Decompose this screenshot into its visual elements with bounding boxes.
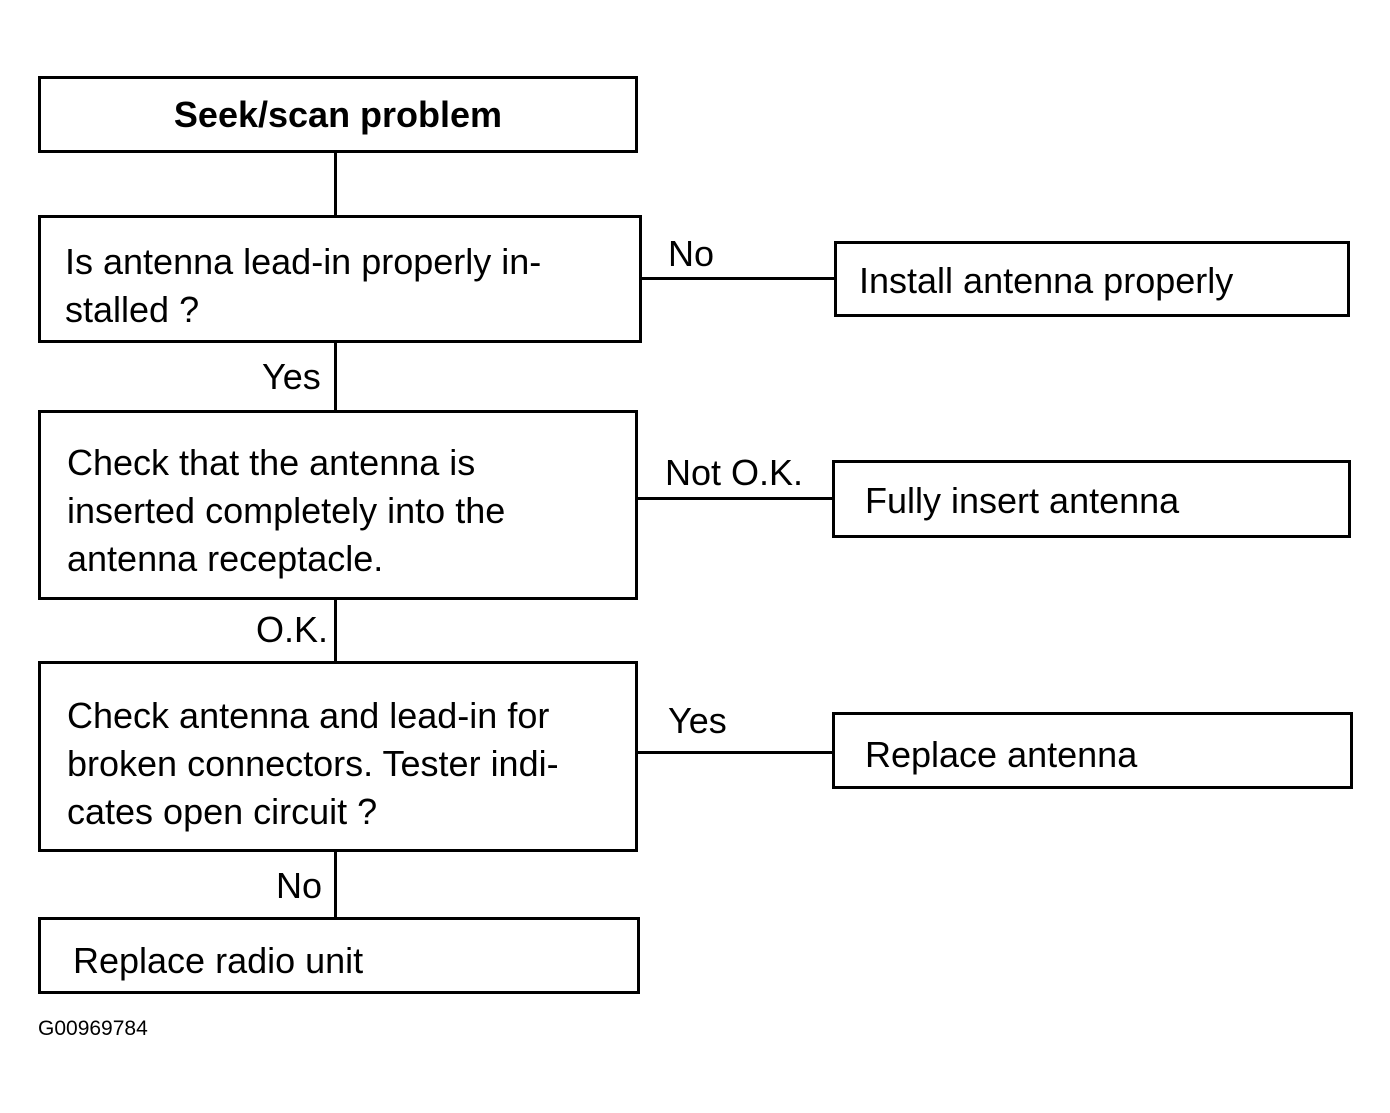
connector-q2-notok — [635, 497, 835, 500]
question-1-yes-label: Yes — [262, 356, 321, 397]
start-text: Seek/scan problem — [173, 94, 503, 135]
figure-code: G00969784 — [38, 1017, 148, 1040]
question-1-no-label: No — [668, 233, 715, 274]
question-1-line-2: stalled ? — [65, 289, 200, 330]
question-1-line-1: Is antenna lead-in properly in- — [65, 241, 542, 282]
action-fully-insert-text: Fully insert antenna — [865, 480, 1180, 521]
question-2-line-2: inserted completely into the — [67, 490, 506, 531]
start-box: Seek/scan problem — [38, 76, 638, 153]
end-box: Replace radio unit — [38, 917, 640, 994]
connector-q2-q3 — [334, 596, 337, 664]
connector-q3-yes — [635, 751, 835, 754]
action-replace-antenna-text: Replace antenna — [865, 734, 1138, 775]
question-1-box: Is antenna lead-in properly in- stalled … — [38, 215, 642, 343]
action-fully-insert-box: Fully insert antenna — [832, 460, 1351, 538]
end-text: Replace radio unit — [73, 940, 364, 981]
question-2-line-1: Check that the antenna is — [67, 442, 476, 483]
question-2-line-3: antenna receptacle. — [67, 538, 384, 579]
connector-q1-no — [639, 277, 837, 280]
connector-start-q1 — [334, 150, 337, 218]
connector-q3-end — [334, 848, 337, 920]
action-replace-antenna-box: Replace antenna — [832, 712, 1353, 789]
question-3-box: Check antenna and lead-in for broken con… — [38, 661, 638, 852]
question-3-line-1: Check antenna and lead-in for — [67, 695, 550, 736]
question-2-not-ok-label: Not O.K. — [665, 452, 804, 493]
question-3-yes-label: Yes — [668, 700, 727, 741]
question-3-no-label: No — [276, 865, 323, 906]
question-3-line-2: broken connectors. Tester indi- — [67, 743, 559, 784]
connector-q1-q2 — [334, 340, 337, 413]
question-3-line-3: cates open circuit ? — [67, 791, 378, 832]
action-install-antenna-box: Install antenna properly — [834, 241, 1350, 317]
question-2-box: Check that the antenna is inserted compl… — [38, 410, 638, 600]
question-2-ok-label: O.K. — [256, 609, 329, 650]
action-install-antenna-text: Install antenna properly — [859, 260, 1234, 301]
